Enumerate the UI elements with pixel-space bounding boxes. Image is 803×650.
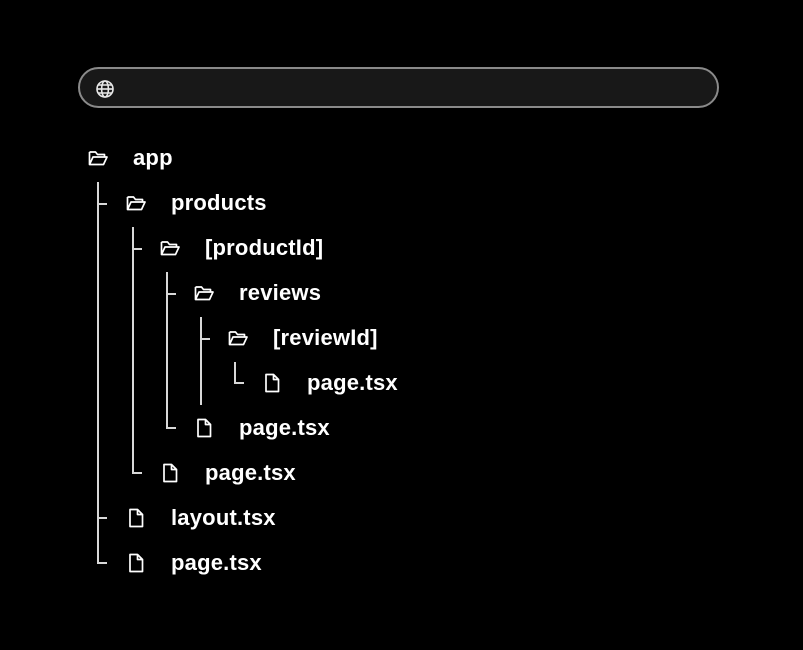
- address-bar[interactable]: [78, 67, 719, 108]
- file-icon: [129, 553, 144, 573]
- folder-open-icon: [88, 151, 108, 166]
- tree-item-app-page[interactable]: page.tsx: [125, 548, 262, 578]
- file-icon: [197, 418, 212, 438]
- globe-icon: [96, 80, 114, 98]
- tree-item-app[interactable]: app: [87, 143, 173, 173]
- tree-item-label: app: [133, 145, 173, 170]
- tree-item-productid-page[interactable]: page.tsx: [159, 458, 296, 488]
- tree-item-label: page.tsx: [171, 550, 262, 575]
- tree-item-layout[interactable]: layout.tsx: [125, 503, 276, 533]
- file-icon: [265, 373, 280, 393]
- folder-open-icon: [160, 241, 180, 256]
- tree-item-label: [reviewId]: [273, 325, 378, 350]
- folder-open-icon: [228, 331, 248, 346]
- tree-item-reviews[interactable]: reviews: [193, 278, 321, 308]
- tree-item-label: page.tsx: [239, 415, 330, 440]
- folder-open-icon: [126, 196, 146, 211]
- tree-item-reviewid-page[interactable]: page.tsx: [261, 368, 398, 398]
- tree-item-label: page.tsx: [205, 460, 296, 485]
- tree-item-productid[interactable]: [productId]: [159, 233, 323, 263]
- tree-item-products[interactable]: products: [125, 188, 267, 218]
- tree-item-label: layout.tsx: [171, 505, 276, 530]
- file-icon: [163, 463, 178, 483]
- tree-item-reviewid[interactable]: [reviewId]: [227, 323, 378, 353]
- file-icon: [129, 508, 144, 528]
- tree-item-label: products: [171, 190, 267, 215]
- folder-open-icon: [194, 286, 214, 301]
- tree-item-label: page.tsx: [307, 370, 398, 395]
- tree-item-label: reviews: [239, 280, 322, 305]
- tree-item-label: [productId]: [205, 235, 324, 260]
- tree-item-reviews-page[interactable]: page.tsx: [193, 413, 330, 443]
